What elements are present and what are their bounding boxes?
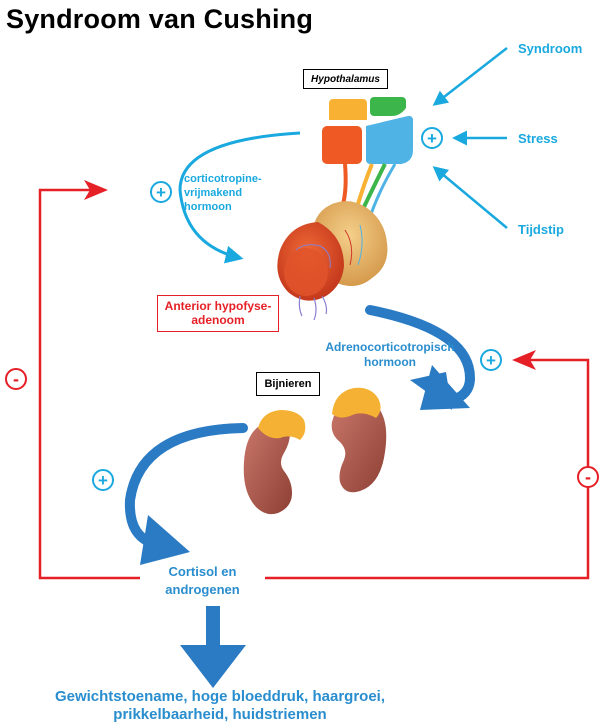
hypothalamus-green-nucleus	[370, 97, 406, 116]
crh-arrow	[178, 131, 301, 264]
bijnieren-label-box: Bijnieren	[256, 372, 320, 396]
hypothalamus-label: Hypothalamus	[311, 73, 380, 85]
crh-label-line3: hormoon	[184, 201, 232, 213]
effects-label: Gewichtstoename, hoge bloeddruk, haargro…	[0, 688, 440, 724]
hypothalamus-yellow-nucleus	[329, 99, 367, 120]
feedback-loop-hypothalamus	[38, 188, 140, 580]
tijdstip-label: Tijdstip	[518, 222, 564, 237]
minus-glyph-right: -	[585, 467, 591, 487]
plus-glyph-acth: +	[486, 351, 496, 370]
syndroom-label: Syndroom	[518, 41, 583, 56]
tijdstip-arrow	[432, 166, 508, 229]
cortisol-to-effects-arrow	[180, 606, 246, 688]
pituitary-gland-illustration	[277, 201, 388, 321]
feedback-arrowhead-pituitary	[512, 350, 536, 370]
plus-sign-stress	[421, 127, 443, 149]
minus-glyph-left: -	[13, 369, 19, 389]
hypothalamus-illustration	[322, 97, 414, 215]
acth-label: Adrenocorticotropisch hormoon	[300, 340, 480, 370]
hypothalamus-blue-nucleus	[366, 115, 414, 164]
minus-sign-left	[5, 368, 27, 390]
acth-arrow	[365, 305, 476, 410]
cortisol-label-line2: androgenen	[165, 582, 240, 597]
acth-label-line1: Adrenocorticotropisch	[325, 340, 455, 354]
cortisol-label-line1: Cortisol en	[168, 564, 237, 579]
hypothalamus-orange-nucleus	[322, 126, 362, 164]
adenoma-label-line1: Anterior hypofyse-	[164, 299, 272, 313]
syndroom-arrow	[432, 47, 508, 106]
right-kidney-illustration	[331, 387, 387, 493]
adenoma-label-box: Anterior hypofyse- adenoom	[157, 295, 279, 332]
right-adrenal-cap	[332, 387, 381, 418]
adrenal-to-cortisol-arrow	[124, 423, 248, 565]
bijnieren-label: Bijnieren	[264, 378, 312, 390]
adenoma-label-line2: adenoom	[191, 313, 245, 327]
plus-sign-cortisol	[92, 469, 114, 491]
left-kidney-illustration	[243, 410, 306, 515]
left-adrenal-cap	[258, 410, 306, 440]
crh-label-line2: vrijmakend	[184, 187, 243, 199]
adenoma-tumor	[284, 248, 328, 296]
plus-glyph-stress: +	[427, 129, 437, 148]
effects-label-line2: prikkelbaarheid, huidstriemen	[113, 706, 327, 723]
plus-sign-crh	[150, 181, 172, 203]
hypothalamus-label-box: Hypothalamus	[303, 69, 388, 89]
page-title: Syndroom van Cushing	[6, 4, 314, 34]
plus-glyph-crh: +	[156, 183, 166, 202]
acth-label-line2: hormoon	[364, 355, 416, 369]
crh-label-line1: corticotropine-	[184, 173, 262, 185]
plus-sign-acth	[480, 349, 502, 371]
minus-sign-right	[577, 466, 599, 488]
stress-label: Stress	[518, 131, 558, 146]
cortisol-label: Cortisol en androgenen	[140, 563, 265, 599]
crh-label: corticotropine- vrijmakend hormoon	[184, 172, 262, 214]
feedback-arrowhead-hypothalamus	[84, 180, 108, 200]
effects-label-line1: Gewichtstoename, hoge bloeddruk, haargro…	[54, 688, 386, 705]
plus-glyph-cortisol: +	[98, 471, 108, 490]
